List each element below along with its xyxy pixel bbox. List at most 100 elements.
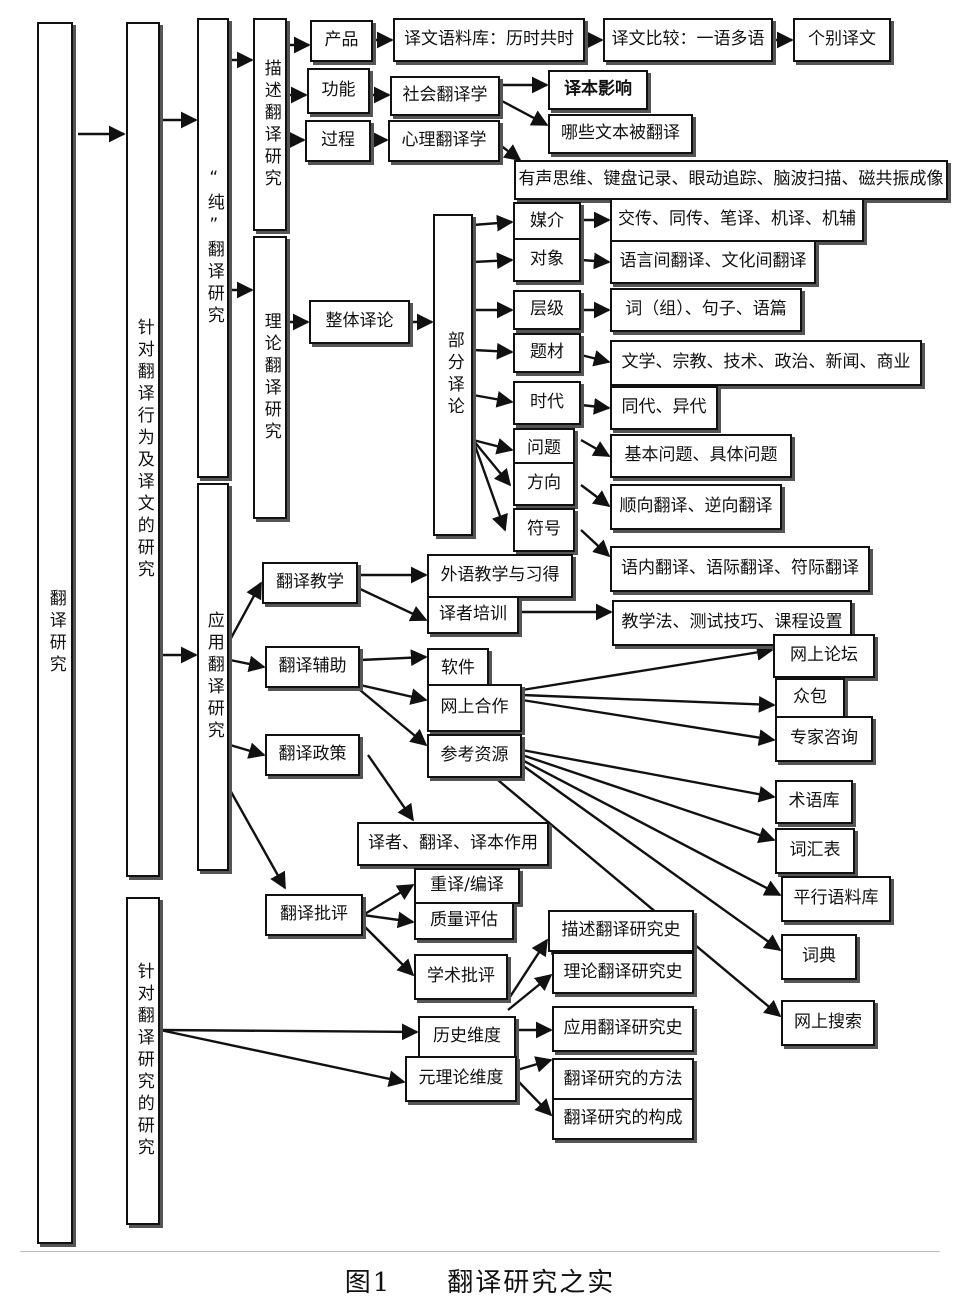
connector-arrow [229,655,266,673]
node-termbase: 术语库 [775,780,853,824]
node-medium: 媒介 [513,202,581,242]
connector-arrow [472,391,514,408]
node-direction-detail: 顺向翻译、逆向翻译 [610,484,782,530]
node-retrans: 重译/编译 [414,868,520,904]
node-aid: 翻译辅助 [265,646,360,688]
connector-arrow [159,1028,406,1088]
node-individual: 个别译文 [793,18,891,62]
caption-rule [20,1251,940,1252]
node-compare: 译文比较：一语多语 [603,18,773,62]
connector-arrow [472,342,514,360]
node-era-detail: 同代、异代 [610,386,718,430]
connector-arrow [228,581,263,641]
connector-arrow [580,350,611,367]
node-problem-detail: 基本问题、具体问题 [610,434,792,478]
node-method: 翻译研究的方法 [552,1058,694,1102]
connector-arrow [367,754,414,822]
node-product: 产品 [310,20,373,62]
connector-arrow [499,144,522,162]
connector-arrows [78,31,794,1117]
node-subject: 题材 [513,333,581,373]
connector-arrow [521,753,776,844]
connector-arrow [580,398,611,415]
node-root: 翻译研究 [37,22,73,1244]
connector-arrow [472,252,514,270]
connector-arrow [362,911,415,929]
node-academic: 学术批评 [414,954,508,1000]
node-dictionary: 词典 [781,934,857,980]
node-meta: 针对翻译研究的研究 [126,897,160,1225]
node-composition: 翻译研究的构成 [552,1098,694,1140]
node-object-detail: 语言间翻译、文化间翻译 [610,240,816,284]
node-function: 功能 [307,68,370,114]
node-collab: 网上合作 [427,684,522,732]
node-quality: 质量评估 [414,902,514,940]
node-theoretical: 理论翻译研究 [253,236,287,519]
connector-arrow [357,586,428,622]
connector-arrow [521,764,782,951]
connector-arrow [362,924,415,977]
connector-arrow [516,1056,553,1073]
node-trainer: 译者培训 [427,596,519,634]
node-partial-theory: 部分译论 [433,214,473,536]
connector-arrow [228,789,287,890]
node-general-theory: 整体译论 [309,300,410,344]
node-subject-detail: 文学、宗教、技术、政治、新闻、商业 [610,340,922,386]
connector-arrow [229,742,266,759]
connector-arrow [362,883,415,917]
node-applied: 应用翻译研究 [197,483,229,871]
connector-arrow [521,644,774,692]
node-process: 过程 [305,120,371,162]
connector-arrow [580,484,611,508]
connector-arrow [521,698,776,746]
node-app-hist: 应用翻译研究史 [552,1006,694,1052]
node-criticism: 翻译批评 [265,894,363,936]
node-crowd: 众包 [775,678,845,718]
node-history-dim: 历史维度 [418,1016,516,1058]
node-impact: 译本影响 [548,70,648,110]
connector-arrow [521,758,782,897]
connector-arrow [359,649,428,667]
node-glossary: 词汇表 [775,828,855,874]
node-behavior: 针对翻译行为及译文的研究 [126,22,160,877]
node-level-detail: 词（组）、句子、语篇 [610,288,802,332]
connector-arrow [159,1023,419,1041]
node-level: 层级 [513,290,581,330]
node-methods: 有声思维、键盘记录、眼动追踪、脑波扫描、磁共振成像 [514,160,948,200]
node-psychotrans: 心理翻译学 [388,120,500,162]
node-era: 时代 [513,381,581,425]
node-pure: “纯”翻译研究 [197,18,229,478]
translation-studies-diagram: 翻译研究 针对翻译行为及译文的研究 针对翻译研究的研究 “纯”翻译研究 应用翻译… [37,18,948,1244]
node-software: 软件 [427,648,489,690]
connector-arrow [359,689,428,747]
connector-arrow [516,1079,553,1117]
connector-arrow [507,973,553,1011]
node-which-texts: 哪些文本被翻译 [548,114,693,154]
node-object: 对象 [513,238,581,282]
connector-arrow [521,693,776,713]
node-foreign-lang: 外语教学与习得 [427,554,573,598]
connector-arrow [472,214,514,232]
node-reference: 参考资源 [427,734,522,778]
connector-arrow [472,439,512,487]
connector-arrow [499,98,549,127]
node-expert: 专家咨询 [775,716,873,762]
connector-arrow [471,439,508,532]
node-teaching: 翻译教学 [262,562,358,604]
connector-arrow [359,683,428,705]
connector-arrow [472,438,514,455]
figure-caption: 图1 翻译研究之实 [344,1268,616,1298]
connector-arrow [580,529,611,558]
node-role: 译者、翻译、译本作用 [357,822,549,866]
node-parallel: 平行语料库 [781,876,891,922]
connector-arrow [521,748,776,803]
node-theo-hist: 理论翻译研究史 [552,952,694,994]
node-descriptive: 描述翻译研究 [253,18,287,231]
connector-arrow [506,938,549,1001]
node-medium-detail: 交传、同传、笔译、机译、机辅 [610,198,864,242]
node-desc-hist: 描述翻译研究史 [548,910,694,952]
connector-arrow [580,252,611,270]
node-meta-dim: 元理论维度 [405,1056,517,1102]
node-policy: 翻译政策 [265,734,360,776]
node-direction: 方向 [513,462,575,506]
